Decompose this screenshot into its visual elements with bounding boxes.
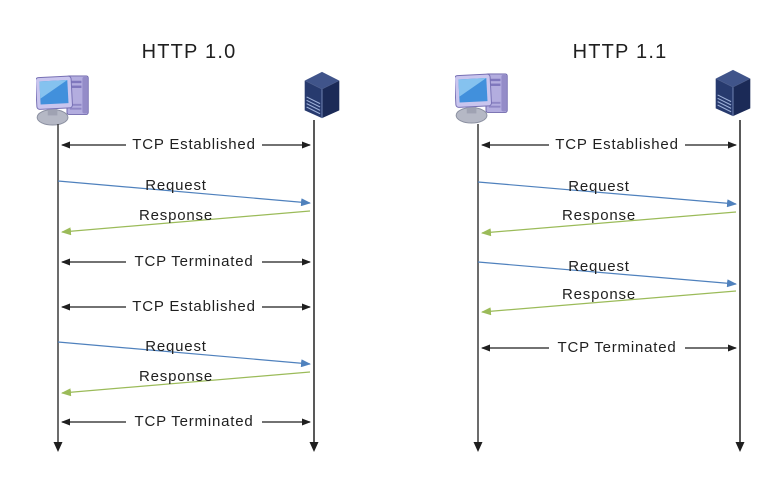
message-label: Request (145, 338, 207, 355)
request-arrow (477, 181, 737, 208)
client-tower-vent (488, 105, 501, 108)
message-tcp-terminated: TCP Terminated (61, 411, 311, 430)
client-tower-slot (488, 83, 501, 86)
message-tcp-terminated: TCP Terminated (481, 337, 737, 356)
server-right-face (733, 78, 751, 117)
message-label: Response (562, 207, 636, 224)
client-monitor (36, 75, 73, 110)
diagram-http-1-1: HTTP 1.1 (455, 41, 751, 452)
label-backdrop (549, 337, 685, 355)
label-backdrop (549, 134, 685, 152)
client-tower-vent (69, 107, 82, 110)
message-tcp-established: TCP Established (481, 134, 737, 153)
message-response: Response (61, 368, 311, 397)
message-label: TCP Established (132, 136, 255, 153)
message-tcp-terminated: TCP Terminated (61, 251, 311, 270)
server-vents (306, 96, 321, 115)
response-arrow (481, 211, 737, 237)
response-arrow (481, 290, 737, 316)
server-tower-icon (304, 71, 340, 119)
message-label: Response (139, 368, 213, 385)
response-arrow (61, 371, 311, 397)
server-tower-icon (715, 69, 751, 117)
message-label: Request (145, 177, 207, 194)
request-arrow (57, 180, 311, 207)
label-backdrop (126, 411, 262, 429)
response-arrow (61, 210, 311, 236)
message-label: Request (568, 258, 630, 275)
diagram-http-1-0: HTTP 1.0 (36, 41, 340, 452)
client-computer-icon (455, 73, 508, 124)
client-monitor (455, 73, 492, 108)
client-tower-vent (488, 101, 501, 104)
client-tower-shade (501, 74, 507, 112)
server-vents (717, 94, 732, 113)
message-request: Request (57, 338, 311, 368)
message-request: Request (57, 177, 311, 207)
message-response: Response (61, 207, 311, 236)
message-label: TCP Established (555, 136, 678, 153)
client-monitor-neck (466, 105, 477, 114)
message-response: Response (481, 207, 737, 237)
diagram-title: HTTP 1.0 (142, 41, 237, 63)
label-backdrop (126, 296, 262, 314)
request-arrow (57, 341, 311, 368)
client-tower-vent (69, 103, 82, 106)
client-monitor-neck (47, 107, 58, 116)
client-computer-icon (36, 75, 89, 126)
message-response: Response (481, 286, 737, 316)
message-tcp-established: TCP Established (61, 296, 311, 315)
message-label: Request (568, 178, 630, 195)
message-request: Request (477, 258, 737, 288)
server-right-face (322, 80, 340, 119)
message-request: Request (477, 178, 737, 208)
client-screen-highlight (458, 78, 487, 97)
server-top-face (715, 69, 751, 88)
message-label: TCP Terminated (557, 339, 676, 356)
label-backdrop (126, 251, 262, 269)
server-top-face (304, 71, 340, 90)
label-backdrop (126, 134, 262, 152)
client-tower-slot (69, 85, 82, 88)
request-arrow (477, 261, 737, 288)
client-tower-slot (69, 80, 82, 84)
message-label: TCP Established (132, 298, 255, 315)
message-label: Response (139, 207, 213, 224)
message-label: TCP Terminated (134, 253, 253, 270)
client-tower-slot (488, 78, 501, 82)
message-label: TCP Terminated (134, 413, 253, 430)
message-label: Response (562, 286, 636, 303)
client-screen-highlight (39, 80, 68, 99)
client-tower-shade (82, 76, 88, 114)
message-tcp-established: TCP Established (61, 134, 311, 153)
diagram-title: HTTP 1.1 (573, 41, 668, 63)
